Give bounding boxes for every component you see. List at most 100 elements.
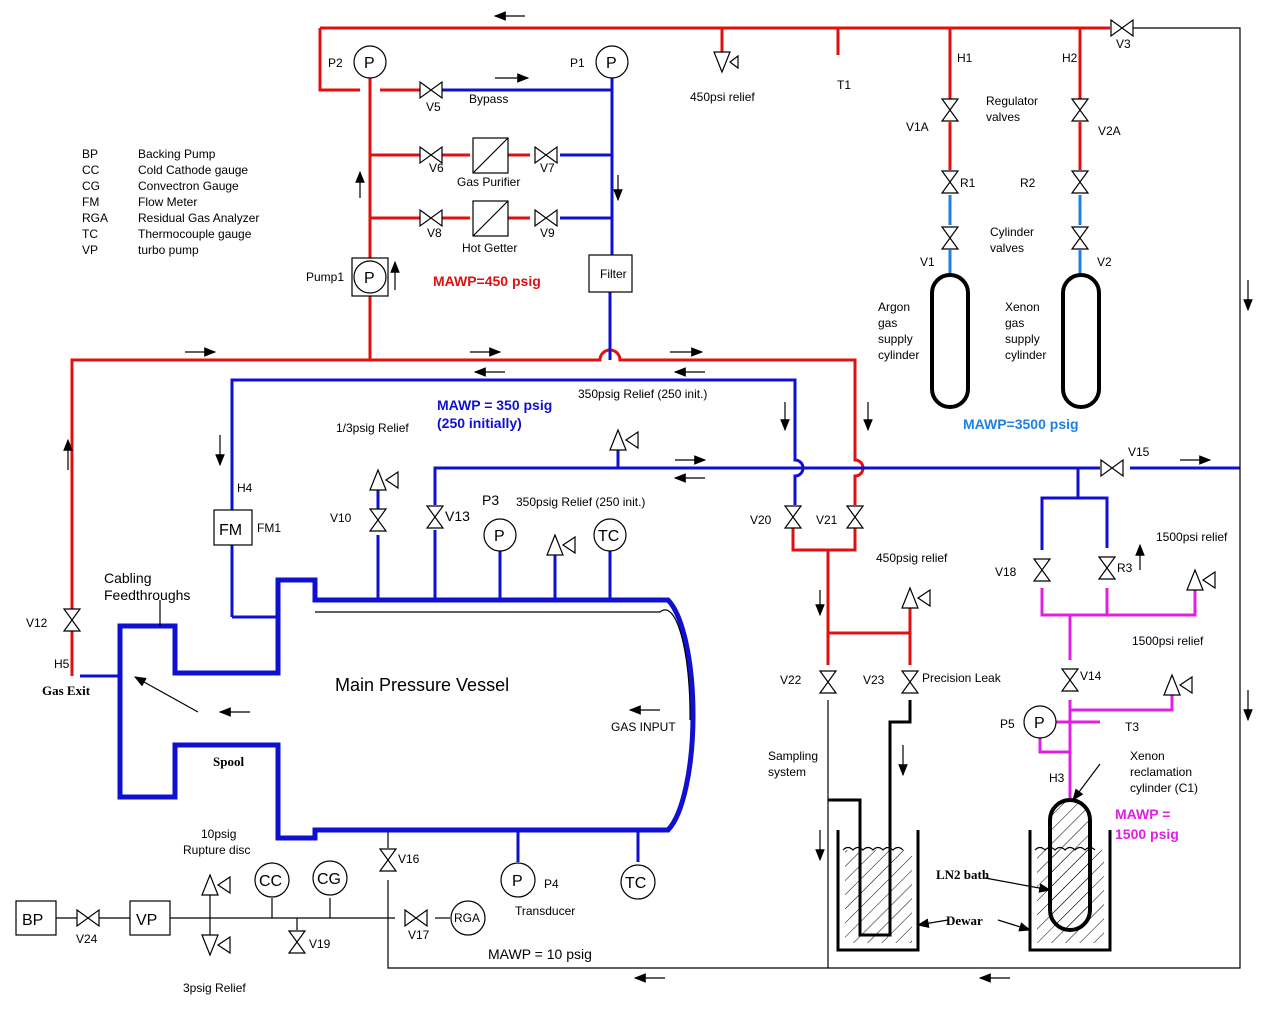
pump1-circle <box>353 260 387 294</box>
argon-label: cylinder <box>878 348 919 362</box>
v6-label: V6 <box>429 161 444 175</box>
vp-glyph: VP <box>136 912 157 929</box>
p5-glyph: P <box>1034 715 1045 732</box>
bypass-label: Bypass <box>469 92 508 106</box>
regulator-r1[interactable] <box>941 170 959 194</box>
cabling-label-1: Cabling <box>104 570 151 586</box>
argon-cylinder <box>930 273 970 409</box>
valve-v2[interactable] <box>1071 226 1089 250</box>
legend-abbr: RGA <box>82 211 108 225</box>
ln2-label: LN2 bath <box>936 867 990 882</box>
relief-450-top <box>713 51 739 74</box>
valve-v23[interactable] <box>901 670 919 694</box>
valve-v8[interactable] <box>419 209 443 227</box>
valve-v21[interactable] <box>846 505 864 529</box>
p4-label: P4 <box>544 877 559 891</box>
valve-v2a[interactable] <box>1071 98 1089 122</box>
regulator-r2[interactable] <box>1071 170 1089 194</box>
legend-abbr: TC <box>82 227 98 241</box>
v19-label: V19 <box>309 937 331 951</box>
valve-v13[interactable] <box>426 505 444 529</box>
v21-label: V21 <box>816 513 838 527</box>
valve-v1a[interactable] <box>941 98 959 122</box>
argon-label: supply <box>878 332 913 346</box>
relief-350-top-label: 350psig Relief (250 init.) <box>578 387 707 401</box>
h3-label: H3 <box>1049 771 1065 785</box>
regulator-label-1: Regulator <box>986 94 1038 108</box>
valve-v19[interactable] <box>288 930 306 954</box>
xenon-recl-label: Xenon <box>1130 749 1165 763</box>
valve-v24[interactable] <box>76 909 100 927</box>
t1-label: T1 <box>837 78 851 92</box>
relief-3-label: 3psig Relief <box>183 981 246 995</box>
filter-label: Filter <box>600 267 627 281</box>
v22-label: V22 <box>780 673 802 687</box>
relief-1500-a <box>1186 568 1216 591</box>
v23-label: V23 <box>863 673 885 687</box>
gas-purifier-box <box>472 137 509 174</box>
valve-v12[interactable] <box>63 608 81 632</box>
v9-label: V9 <box>540 226 555 240</box>
mawp-magenta-2: 1500 psig <box>1115 826 1179 842</box>
valve-v1[interactable] <box>941 226 959 250</box>
v17-label: V17 <box>408 928 430 942</box>
argon-label: Argon <box>878 300 910 314</box>
legend-text: Convectron Gauge <box>138 179 239 193</box>
valve-v22[interactable] <box>819 670 837 694</box>
p2-label: P2 <box>328 56 343 70</box>
tc-bottom-glyph: TC <box>625 875 646 892</box>
gauge-cc <box>254 862 290 898</box>
xenon-supply-cylinder <box>1061 273 1101 409</box>
dewar-left <box>836 830 920 952</box>
legend-abbr: VP <box>82 243 98 257</box>
r2-label: R2 <box>1020 176 1036 190</box>
xenon-label: Xenon <box>1005 300 1040 314</box>
p1-glyph: P <box>606 55 617 72</box>
gas-exit-label: Gas Exit <box>42 683 91 698</box>
mawp-red: MAWP=450 psig <box>433 273 541 289</box>
v13-label: V13 <box>445 508 470 524</box>
p5-label: P5 <box>1000 717 1015 731</box>
v8-label: V8 <box>427 226 442 240</box>
v5-label: V5 <box>426 100 441 114</box>
gas-input-label: GAS INPUT <box>611 720 676 734</box>
cylinder-label-1: Cylinder <box>990 225 1034 239</box>
v1-label: V1 <box>920 255 935 269</box>
relief-350-mid-label: 350psig Relief (250 init.) <box>516 495 645 509</box>
regulator-label-2: valves <box>986 110 1020 124</box>
legend-text: Thermocouple gauge <box>138 227 252 241</box>
valve-v16[interactable] <box>379 848 397 872</box>
gauge-p1 <box>595 45 629 79</box>
valve-v3[interactable] <box>1110 19 1134 37</box>
valve-v14[interactable] <box>1061 668 1079 692</box>
v24-label: V24 <box>76 932 98 946</box>
v7-label: V7 <box>540 161 555 175</box>
valve-v20[interactable] <box>784 505 802 529</box>
valve-v17[interactable] <box>404 909 428 927</box>
valve-v5[interactable] <box>419 81 443 99</box>
rupture-label-1: 10psig <box>201 827 236 841</box>
gauge-p5 <box>1023 705 1057 739</box>
t3-label: T3 <box>1125 720 1139 734</box>
v12-label: V12 <box>26 616 48 630</box>
valve-v18[interactable] <box>1033 558 1051 582</box>
valve-v10[interactable] <box>369 508 387 532</box>
regulator-r3[interactable] <box>1098 556 1116 580</box>
relief-450-mid <box>901 586 931 609</box>
v3-label: V3 <box>1116 37 1131 51</box>
relief-350-top <box>609 428 639 451</box>
relief-350-mid <box>546 533 576 556</box>
lightblue-piping <box>948 195 1082 275</box>
relief-13 <box>369 468 399 491</box>
v16-label: V16 <box>398 852 420 866</box>
legend-abbr: CC <box>82 163 100 177</box>
v1a-label: V1A <box>906 120 929 134</box>
sampling-label-1: Sampling <box>768 749 818 763</box>
cc-glyph: CC <box>259 873 282 890</box>
valve-v9[interactable] <box>534 209 558 227</box>
relief-450-top-label: 450psi relief <box>690 90 755 104</box>
xenon-recl-label: reclamation <box>1130 765 1192 779</box>
h1-label: H1 <box>957 51 973 65</box>
valve-v15[interactable] <box>1100 459 1124 477</box>
